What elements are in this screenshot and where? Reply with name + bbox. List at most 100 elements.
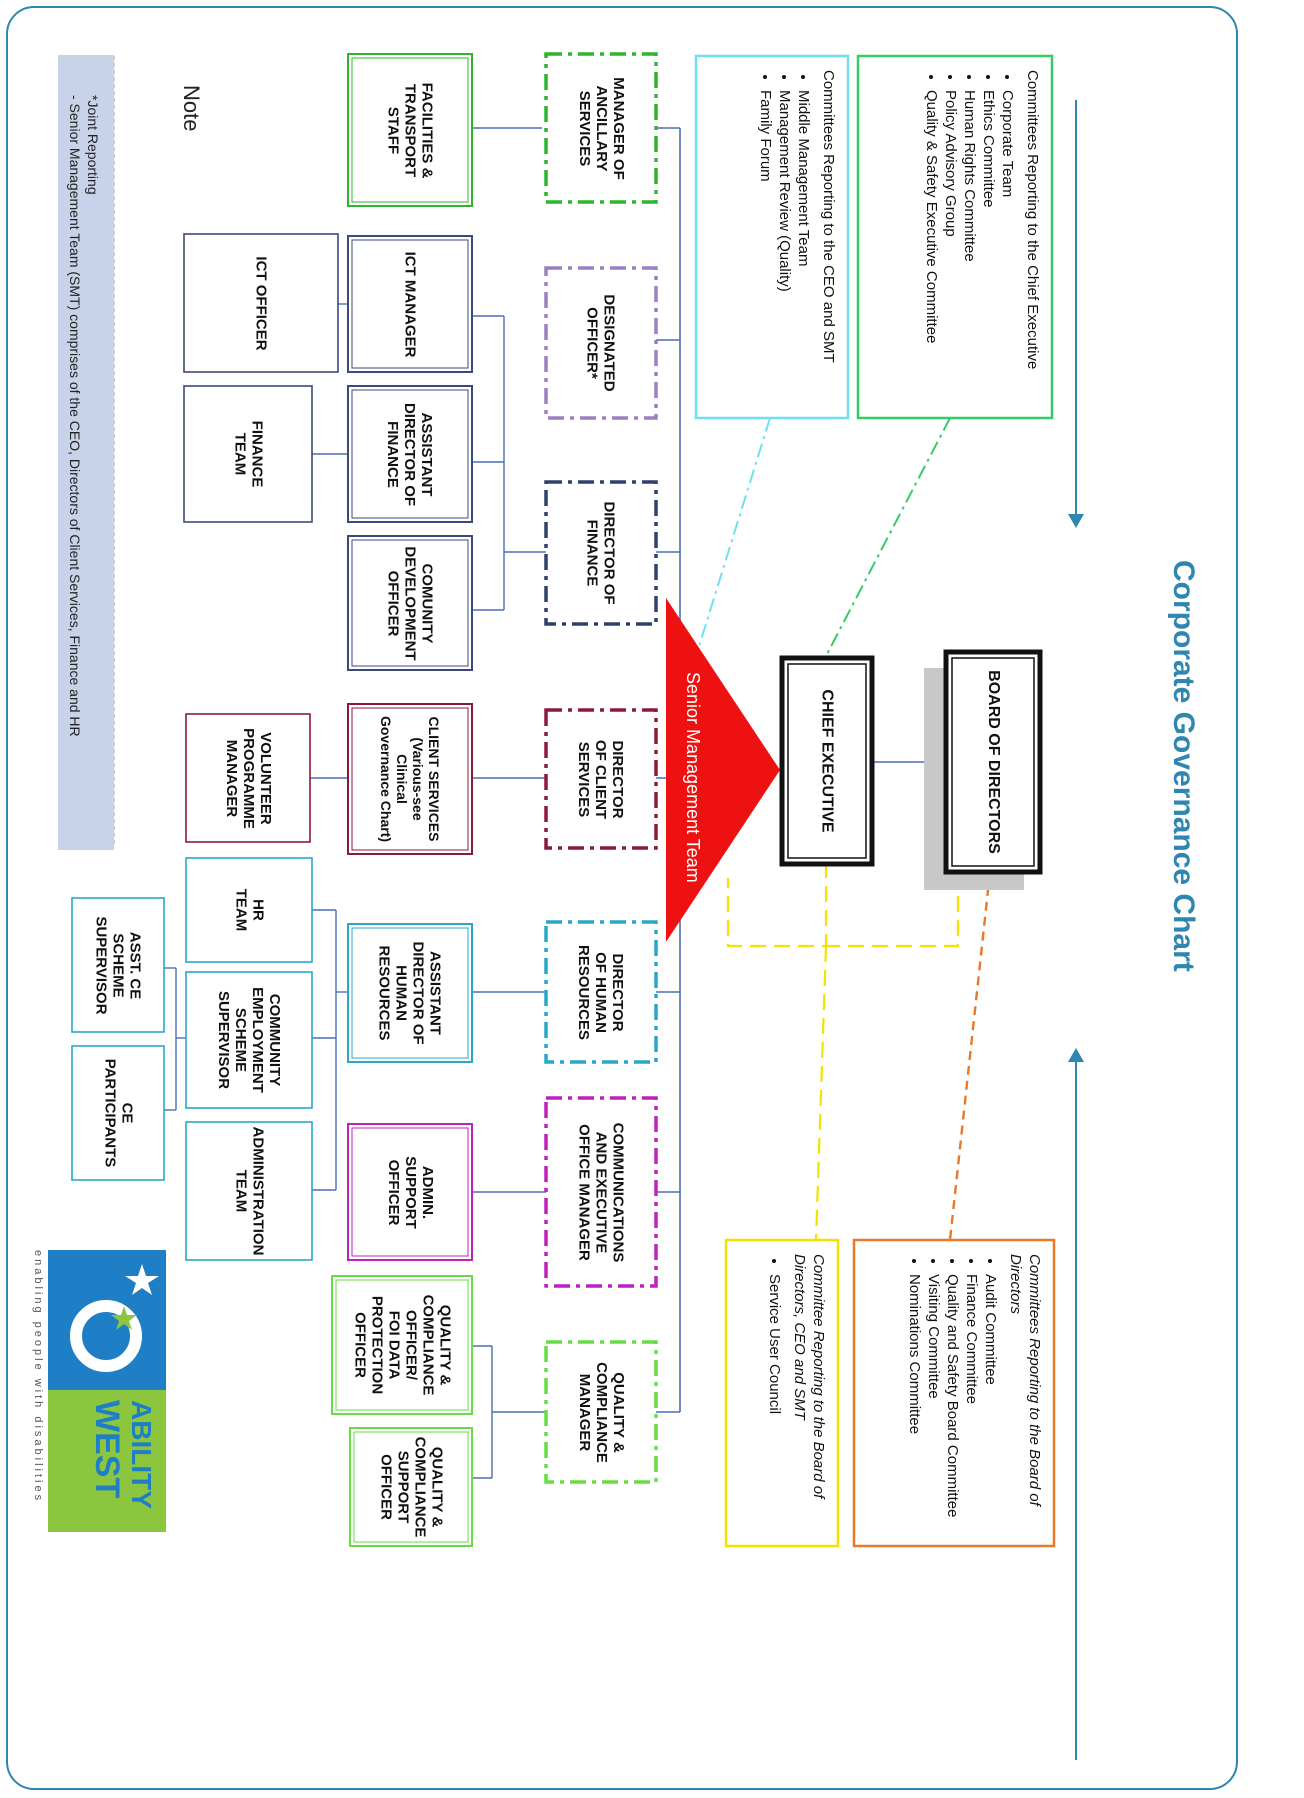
smt-triangle <box>666 598 780 942</box>
unit-qcs-line: SUPPORT <box>394 1450 411 1524</box>
note-heading: Note <box>179 85 204 132</box>
committee-ceo-smt: Committees Reporting to the CEO and SMTM… <box>696 56 848 418</box>
committee-text: Committees Reporting to the CEO and SMTM… <box>756 70 838 404</box>
committee-text: Committees Reporting to the Chief Execut… <box>922 70 1042 404</box>
ability-west-logo: ABILITY WEST enabling people with disabi… <box>30 1250 166 1532</box>
unit-fac-line: TRANSPORT <box>401 83 419 177</box>
committee-list: Middle Management TeamManagement Review … <box>756 70 813 404</box>
box-qco-inner <box>335 1279 469 1411</box>
box-vol <box>185 713 311 843</box>
box-adm-inner <box>351 1127 469 1257</box>
logo-circle <box>70 1300 142 1372</box>
team-hrt-line: TEAM <box>232 888 249 932</box>
unit-adm-line: OFFICER <box>384 1159 402 1225</box>
chief-exec-committee-link <box>825 417 951 657</box>
committee-item: Quality & Safety Executive Committee <box>922 90 941 404</box>
committee-list: Corporate TeamEthics CommitteeHuman Righ… <box>922 70 1017 404</box>
director-qc-line: MANAGER <box>575 1373 593 1451</box>
chart-title: Corporate Governance Chart <box>1167 560 1200 972</box>
unit-qcs-line: OFFICER <box>377 1454 394 1520</box>
unit-cdo-line: COMUNITY <box>418 563 436 643</box>
committee-item: Ethics Committee <box>979 90 998 404</box>
committee-box-ceo_smt <box>694 54 850 420</box>
team-cess-line: COMMUNITY <box>266 993 283 1087</box>
unit-adm-line: SUPPORT <box>401 1155 419 1229</box>
director-des-line: DESIGNATED <box>600 294 618 392</box>
director-fin-line: FINANCE <box>584 519 601 587</box>
unit-adm-line: ADMIN. <box>418 1165 436 1219</box>
logo-green-panel <box>48 1390 166 1532</box>
team-cep-line: PARTICIPANTS <box>101 1058 118 1168</box>
box-adhr-outer <box>347 923 473 1063</box>
director-box-qc <box>544 1340 658 1484</box>
team-admt-line: ADMINISTRATION <box>249 1126 267 1256</box>
box-adf-outer <box>347 385 473 523</box>
committee-title: Committees Reporting to the Chief Execut… <box>1024 70 1041 370</box>
box-cdo-outer <box>347 535 473 671</box>
committee-item: Visiting Committee <box>924 1274 943 1532</box>
chart-frame <box>6 6 1238 1790</box>
arrow-head-icon <box>1068 514 1084 528</box>
team-cess-line: SCHEME <box>232 1007 249 1073</box>
team-vol-line: PROGRAMME <box>239 727 257 829</box>
unit-ictm-line: ICT MANAGER <box>401 251 419 357</box>
ceo-smt-committee-link <box>695 417 771 657</box>
unit-qco-line: OFFICER <box>351 1312 368 1378</box>
committee-text: Committee Reporting to the Board of Dire… <box>765 1254 828 1532</box>
board-committee-link <box>948 871 992 1241</box>
director-hr-line: OF HUMAN <box>592 951 610 1033</box>
chief-executive-box-line: CHIEF EXECUTIVE <box>819 689 837 833</box>
unit-adf-line: DIRECTOR OF <box>401 402 419 506</box>
committee-chief-exec: Committees Reporting to the Chief Execut… <box>858 56 1052 418</box>
unit-fac-line: STAFF <box>384 106 402 154</box>
committee-item: Quality and Safety Board Committee <box>943 1274 962 1532</box>
committee-item: Corporate Team <box>998 90 1017 404</box>
unit-qco-line: OFFICER/ <box>402 1310 419 1380</box>
director-cli-line: DIRECTOR <box>609 739 627 819</box>
unit-cdo-line: DEVELOPMENT <box>401 545 419 661</box>
director-box-com <box>544 1096 658 1288</box>
team-icto: ICT OFFICER <box>184 234 338 372</box>
team-icto-line: ICT OFFICER <box>252 255 270 351</box>
box-ictm-inner <box>351 239 469 369</box>
director-qc-line: QUALITY & <box>609 1371 627 1453</box>
committee-box-board_ceo_smt <box>724 1238 840 1548</box>
director-hr-line: RESOURCES <box>575 944 593 1040</box>
committee-list: Service User Council <box>765 1254 784 1532</box>
note-line-2: - Senior Management Team (SMT) comprises… <box>67 95 83 737</box>
team-asst-line: ASST. CE <box>126 931 144 999</box>
logo-tagline: enabling people with disabilities <box>32 1250 44 1504</box>
committee-item: Human Rights Committee <box>960 90 979 404</box>
board-of-directors-box-line: BOARD OF DIRECTORS <box>985 670 1002 854</box>
committee-item: Nominations Committee <box>905 1274 924 1532</box>
smt-label: Senior Management Team <box>683 672 703 883</box>
note-panel: Note *Joint Reporting - Senior Managemen… <box>58 55 204 850</box>
box-cdo-inner <box>351 539 469 667</box>
team-asst-line: SUPERVISOR <box>92 915 110 1015</box>
note-line-1: *Joint Reporting <box>85 95 101 195</box>
team-asst-line: SCHEME <box>109 932 127 998</box>
yellow-board-link <box>826 872 960 948</box>
chief-executive-box-text: CHIEF EXECUTIVE <box>818 689 836 832</box>
